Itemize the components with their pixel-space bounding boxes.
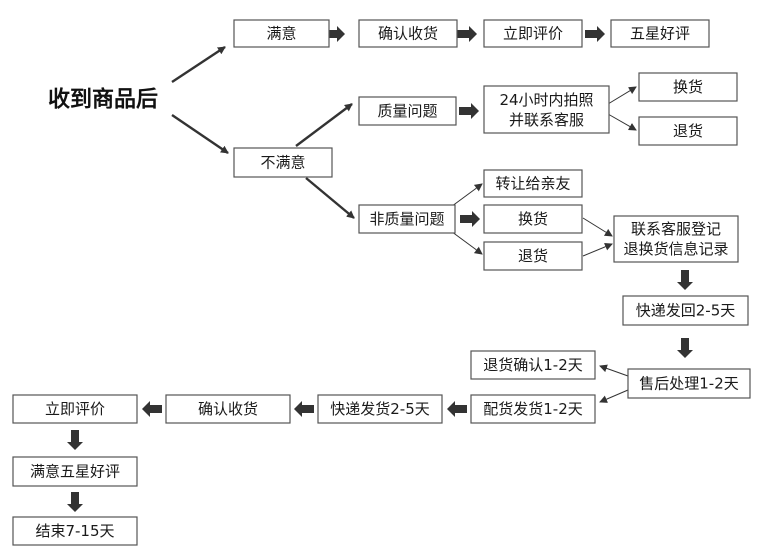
node-label: 快递发货2-5天: [330, 400, 430, 418]
node-label: 转让给亲友: [495, 175, 570, 193]
node-label: 售后处理1-2天: [639, 375, 739, 393]
node-express-return: 快递发回2-5天: [622, 295, 749, 326]
node-label: 立即评价: [45, 400, 105, 418]
node-label: 质量问题: [377, 102, 437, 120]
node-label: 确认收货: [198, 400, 258, 418]
node-label: 配货发货1-2天: [483, 400, 583, 418]
block-arrow-down: [67, 430, 83, 450]
connector-title-unsatisfied: [171, 114, 229, 154]
node-label-line1: 联系客服登记: [631, 220, 721, 238]
node-confirm-receipt-top: 确认收货: [358, 19, 458, 48]
connector-aftersales-refund: [599, 364, 629, 377]
node-end: 结束7-15天: [12, 516, 138, 546]
node-label: 五星好评: [630, 25, 690, 43]
block-arrow-left: [447, 401, 467, 417]
node-confirm-receipt-bottom: 确认收货: [165, 394, 291, 424]
node-label: 换货: [518, 210, 548, 228]
node-restock-ship: 配货发货1-2天: [470, 394, 596, 424]
block-arrow-right: [585, 26, 605, 42]
block-arrow-down: [677, 338, 693, 358]
node-label: 退货: [518, 247, 548, 265]
node-label: 快递发回2-5天: [636, 302, 736, 320]
node-label-line2: 并联系客服: [509, 111, 584, 129]
block-arrow-left: [294, 401, 314, 417]
connector-exchange-register: [582, 217, 613, 237]
node-non-quality-issue: 非质量问题: [358, 204, 456, 234]
block-arrow-right: [459, 103, 479, 119]
block-arrow-down: [67, 492, 83, 512]
node-five-star-bottom: 满意五星好评: [12, 456, 138, 487]
node-review-bottom: 立即评价: [12, 394, 138, 424]
node-gift-to-friend: 转让给亲友: [483, 169, 583, 198]
block-arrow-right: [457, 26, 477, 42]
node-label-line1: 24小时内拍照: [499, 91, 593, 109]
connector-unsatisfied-nonquality: [305, 177, 355, 219]
node-refund-confirm: 退货确认1-2天: [470, 350, 596, 380]
connector-photo-exchange: [607, 86, 637, 105]
node-label: 满意五星好评: [30, 463, 120, 481]
node-label: 退货确认1-2天: [483, 356, 583, 374]
node-label: 结束7-15天: [35, 522, 114, 540]
node-label: 确认收货: [378, 25, 438, 43]
connector-return-register: [582, 242, 613, 257]
node-five-star: 五星好评: [610, 19, 710, 48]
node-register-info: 联系客服登记 退换货信息记录: [613, 215, 739, 263]
connector-photo-return: [607, 113, 637, 131]
block-arrow-down: [677, 270, 693, 290]
block-arrow-right: [460, 211, 480, 227]
node-unsatisfied: 不满意: [233, 147, 333, 178]
block-arrow-right: [325, 26, 345, 42]
node-label: 非质量问题: [369, 210, 444, 228]
block-arrow-left: [142, 401, 162, 417]
node-label: 立即评价: [503, 25, 563, 43]
node-after-sales: 售后处理1-2天: [627, 368, 751, 399]
node-express-ship: 快递发货2-5天: [317, 394, 443, 424]
flowchart-title: 收到商品后: [48, 87, 158, 113]
node-return-quality: 退货: [638, 116, 738, 146]
node-review-top: 立即评价: [483, 19, 583, 48]
node-label: 换货: [673, 78, 703, 96]
connector-unsatisfied-quality: [295, 103, 353, 147]
node-label: 不满意: [260, 154, 305, 172]
node-return-non-quality: 退货: [483, 241, 583, 271]
node-satisfied: 满意: [233, 19, 330, 48]
node-quality-issue: 质量问题: [358, 96, 457, 126]
node-exchange-quality: 换货: [638, 72, 738, 102]
node-label: 退货: [673, 122, 703, 140]
node-photo-contact: 24小时内拍照 并联系客服: [483, 85, 610, 134]
connector-title-satisfied: [171, 45, 226, 84]
connector-aftersales-restock: [599, 389, 629, 403]
node-label: 满意: [266, 25, 296, 43]
node-label-line2: 退换货信息记录: [623, 240, 728, 258]
node-exchange-non-quality: 换货: [483, 204, 583, 234]
